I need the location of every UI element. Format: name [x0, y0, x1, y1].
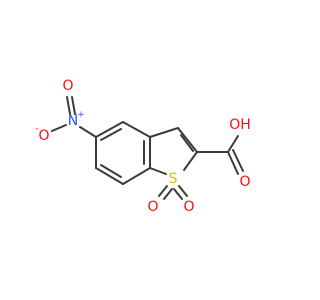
bond-c2-s [183, 151, 198, 171]
bond-c3a-c3 [149, 127, 179, 138]
bond-c-o-double-b [232, 149, 244, 172]
sulfone-oxygen-right: O [183, 199, 194, 215]
bond-n-o-top-b [71, 96, 76, 115]
molecule-diagram: O N + O - S O O O OH [35, 78, 250, 215]
atom-labels: O N + O - S O O O OH [35, 78, 250, 215]
sulfone-oxygen-left: O [147, 199, 158, 215]
nitro-oxygen-top: O [62, 78, 73, 94]
bond-n-o-top-a [66, 96, 71, 115]
bond-n-o-left [51, 124, 67, 132]
bond-c7-c7a [122, 167, 151, 185]
bond-c3-c2 [177, 127, 198, 153]
bonds [51, 96, 244, 200]
sulfur-atom: S [169, 171, 178, 187]
hydroxyl-group: OH [229, 117, 251, 133]
nitro-positive-charge: + [77, 110, 85, 120]
bond-s-c7a [149, 167, 167, 175]
bond-c6-c7 [95, 167, 124, 185]
bond-c5-n [79, 126, 97, 138]
bond-c-o-double-a [227, 151, 239, 175]
bond-c3-c2-double [180, 134, 194, 152]
bond-s-o-left-b [163, 188, 173, 200]
bond-inner-c6-c7 [100, 164, 122, 178]
nitro-oxide-oxygen: O [38, 128, 49, 144]
bond-c4-c5 [95, 121, 124, 138]
bond-c-oh [227, 135, 239, 153]
oxide-negative-charge: - [35, 124, 38, 134]
bond-s-o-left-a [158, 185, 168, 197]
bond-inner-c4-c5 [100, 128, 122, 141]
bond-c3a-c4 [122, 121, 151, 138]
bond-s-o-right-b [173, 188, 183, 200]
bond-s-o-right-a [178, 185, 188, 197]
nitro-nitrogen: N [68, 113, 78, 129]
carbonyl-oxygen: O [239, 174, 250, 190]
